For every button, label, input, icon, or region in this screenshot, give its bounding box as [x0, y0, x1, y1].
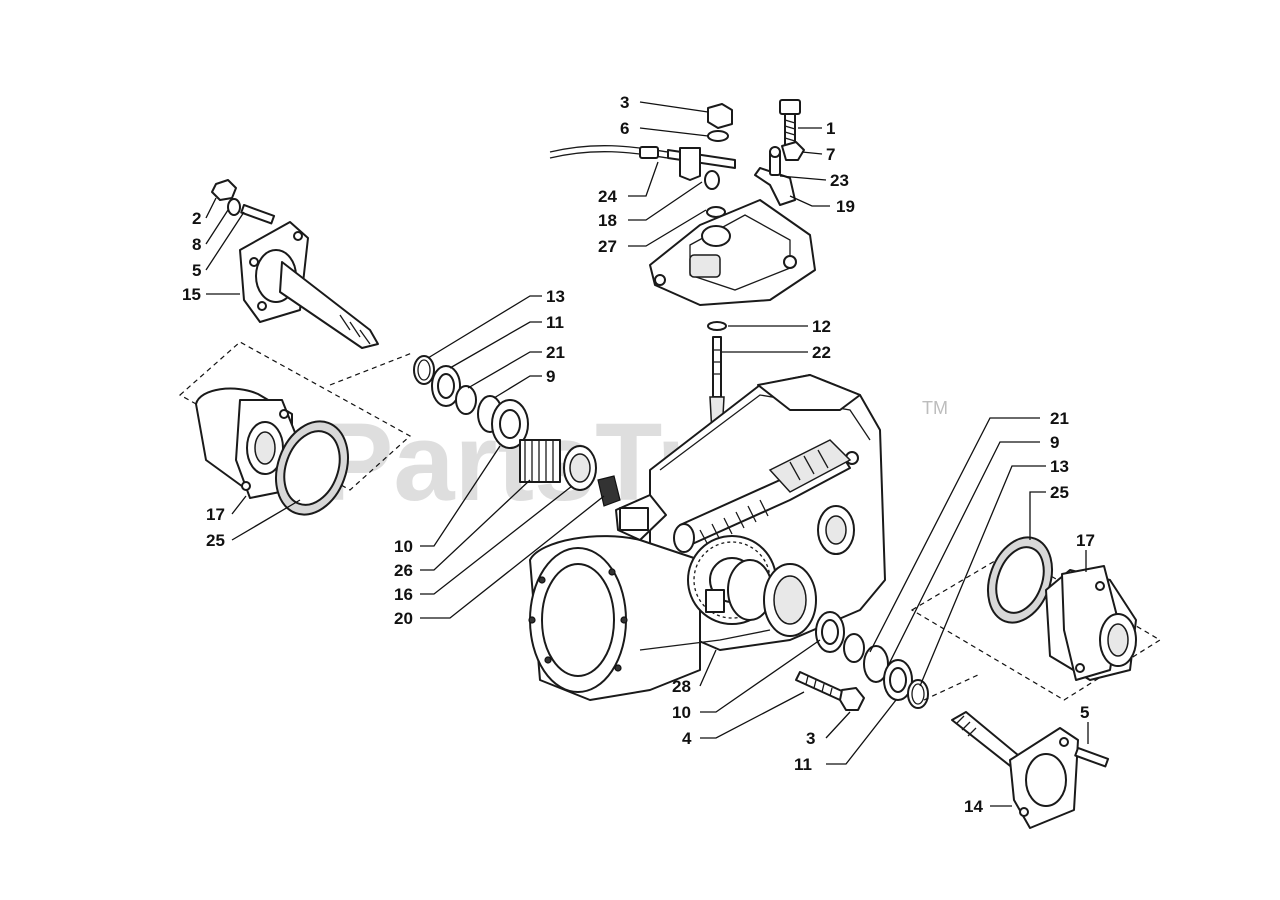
callout-13-right: 13	[1050, 457, 1069, 476]
callout-26: 26	[394, 561, 413, 580]
right-bearing-stack	[815, 611, 929, 709]
callout-13-left: 13	[546, 287, 565, 306]
callout-27: 27	[598, 237, 617, 256]
callout-18: 18	[598, 211, 617, 230]
callout-15: 15	[182, 285, 201, 304]
callout-25-left: 25	[206, 531, 225, 550]
callout-2: 2	[192, 209, 201, 228]
left-dashed-outline	[178, 341, 412, 491]
callout-24: 24	[598, 187, 617, 206]
callout-20: 20	[394, 609, 413, 628]
callout-labels: 3 6 24 18 27 1 7 23 19 12 22 2 8 5 15 13…	[182, 93, 1095, 816]
callout-6: 6	[620, 119, 629, 138]
callout-23: 23	[830, 171, 849, 190]
callout-11-right: 11	[794, 755, 812, 774]
callout-14: 14	[964, 797, 983, 816]
trademark-mark: TM	[922, 398, 948, 418]
left-bearing-stack	[413, 355, 621, 507]
shift-linkage	[549, 145, 796, 206]
callout-8: 8	[192, 235, 201, 254]
callout-16: 16	[394, 585, 413, 604]
callout-22: 22	[812, 343, 831, 362]
callout-12: 12	[812, 317, 831, 336]
callout-21-left: 21	[546, 343, 565, 362]
callout-3-bottom: 3	[806, 729, 815, 748]
parts-artwork	[178, 99, 1162, 829]
right-dashed-link	[923, 673, 981, 701]
callout-9-right: 9	[1050, 433, 1059, 452]
callout-25-right: 25	[1050, 483, 1069, 502]
top-cover-plate	[649, 199, 816, 306]
worm-gear-assembly	[673, 439, 852, 637]
left-bearing-housing	[195, 387, 349, 516]
bolt-1	[779, 99, 805, 161]
oring-12	[707, 321, 727, 331]
right-bearing-housing	[987, 536, 1137, 681]
callout-10-left: 10	[394, 537, 413, 556]
callout-5-left: 5	[192, 261, 201, 280]
callout-3-top: 3	[620, 93, 629, 112]
callout-19: 19	[836, 197, 855, 216]
callout-4: 4	[682, 729, 692, 748]
leader-lines	[205, 101, 1089, 807]
callout-17-right: 17	[1076, 531, 1095, 550]
left-dashed-link	[329, 352, 413, 386]
bolt-4	[795, 671, 865, 711]
left-shaft-flange	[211, 179, 379, 349]
callout-10-right: 10	[672, 703, 691, 722]
callout-5-right: 5	[1080, 703, 1089, 722]
callout-17-left: 17	[206, 505, 225, 524]
callout-21-right: 21	[1050, 409, 1069, 428]
callout-28: 28	[672, 677, 691, 696]
callout-9-left: 9	[546, 367, 555, 386]
callout-7: 7	[826, 145, 835, 164]
right-shaft-flange	[951, 711, 1110, 829]
callout-1: 1	[826, 119, 835, 138]
top-nut	[704, 103, 733, 218]
callout-11-left: 11	[546, 313, 564, 332]
right-dashed-outline	[910, 551, 1162, 701]
